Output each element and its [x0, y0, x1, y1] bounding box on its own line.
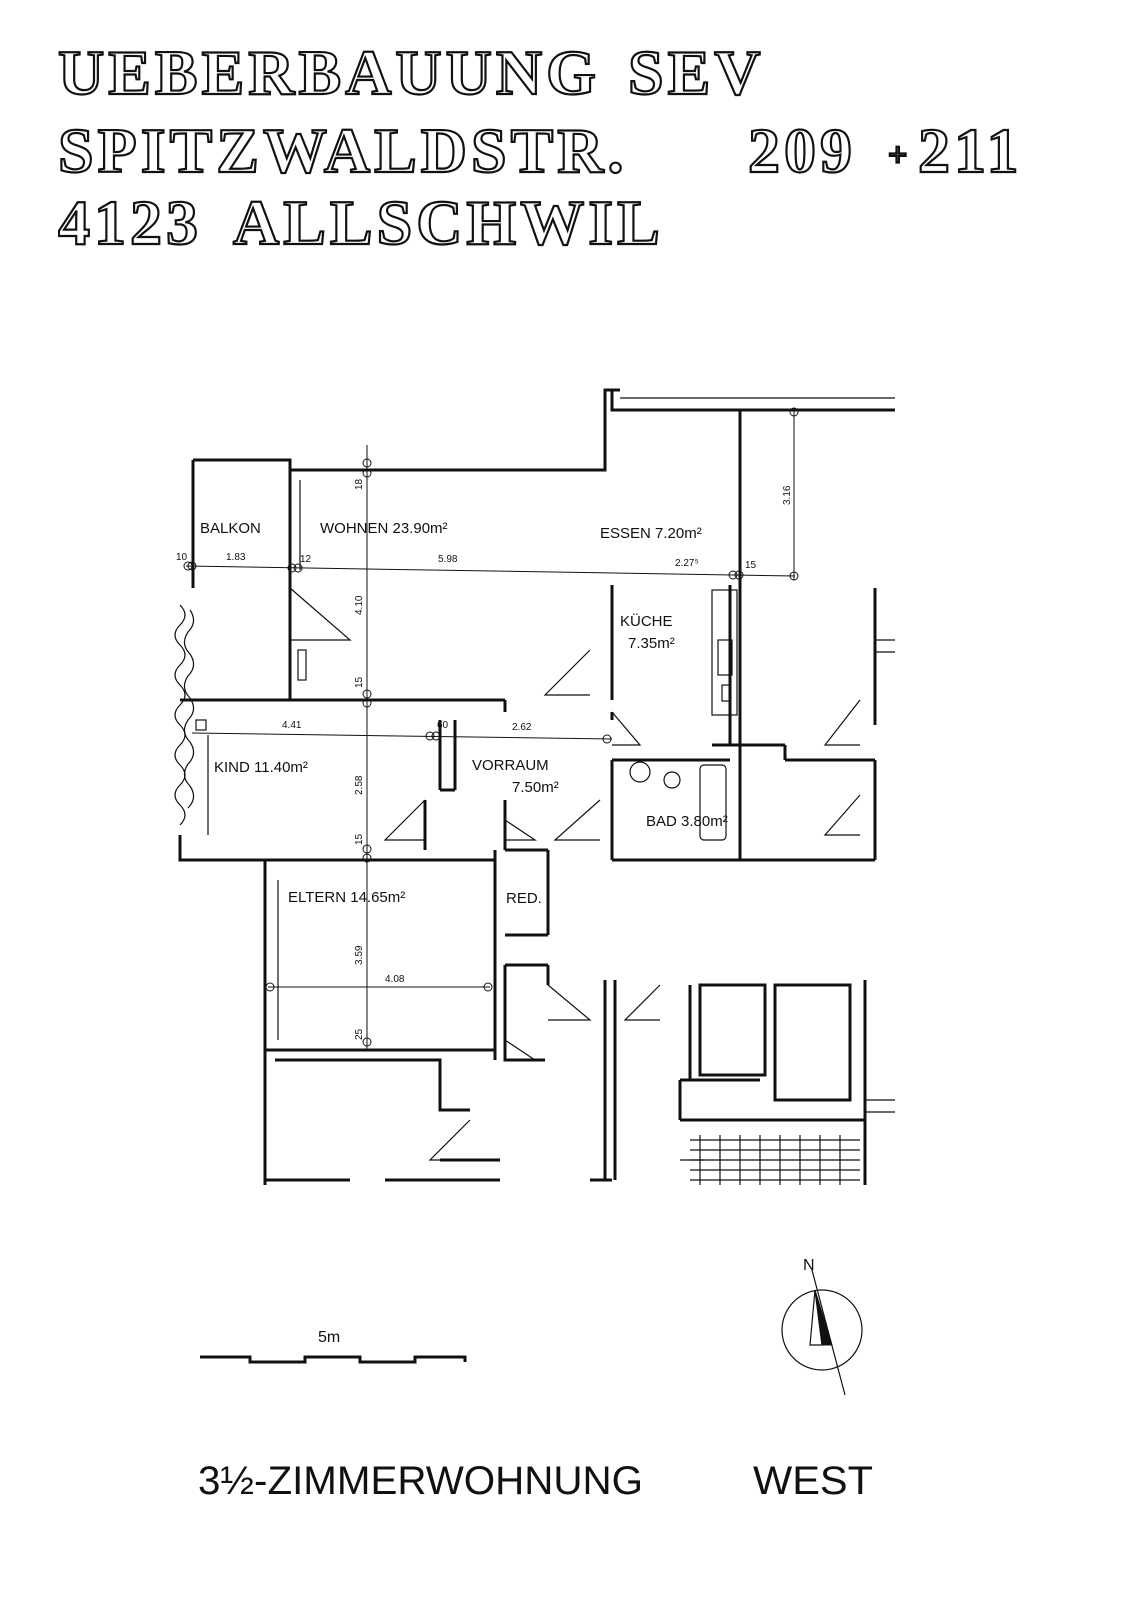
wall-top-left — [193, 388, 620, 472]
room-area-kueche: 7.35m² — [628, 635, 675, 652]
scale-bar: 5m — [200, 1329, 467, 1364]
title-line1-right: SEV — [628, 37, 765, 108]
shaft-right — [773, 983, 852, 1102]
dim-25: 25 — [354, 1028, 365, 1040]
north-label: N — [803, 1257, 815, 1274]
dim-15-low: 15 — [354, 833, 365, 845]
dim-12: 12 — [300, 554, 312, 565]
dim-1-83: 1.83 — [226, 552, 246, 563]
wall-top-right — [610, 390, 895, 412]
bathtub — [699, 764, 727, 841]
room-label-essen: ESSEN 7.20m² — [600, 525, 702, 542]
room-label-balkon: BALKON — [200, 520, 261, 537]
unit-orientation: WEST — [753, 1459, 873, 1503]
dim-4-41: 4.41 — [282, 720, 302, 731]
wall-kind-bottom — [178, 835, 267, 1185]
dim-15-top: 15 — [745, 560, 757, 571]
unit-type: 3½-ZIMMERWOHNUNG — [198, 1459, 643, 1503]
title-town: ALLSCHWIL — [233, 187, 664, 258]
room-label-wohnen: WOHNEN 23.90m² — [320, 520, 448, 537]
north-arrow-icon: N — [781, 1257, 863, 1396]
scale-label: 5m — [318, 1329, 340, 1346]
dim-3-59: 3.59 — [354, 945, 365, 965]
dim-18: 18 — [354, 478, 365, 490]
dim-2-27: 2.27⁵ — [675, 558, 699, 569]
shaft-left — [698, 983, 767, 1077]
dim-2-58: 2.58 — [354, 775, 365, 795]
dimension-lines — [183, 407, 799, 1050]
dim-4-10: 4.10 — [354, 595, 365, 615]
sink — [663, 771, 681, 789]
dim-3-16: 3.16 — [782, 485, 793, 505]
staircase — [680, 1135, 860, 1185]
kitchen-counter — [711, 589, 738, 716]
title-postcode: 4123 — [58, 187, 202, 258]
room-label-kueche: KÜCHE — [620, 612, 673, 630]
dim-60: 60 — [437, 720, 449, 731]
title-plus: + — [888, 137, 911, 174]
room-label-vorraum: VORRAUM — [472, 757, 549, 774]
title-house-number-b: 211 — [918, 115, 1022, 186]
dim-10: 10 — [176, 552, 188, 563]
balcony-planter — [174, 604, 186, 826]
project-title: UEBERBAUUNG SEV SPITZWALDSTR. 209 + 211 … — [57, 32, 1068, 262]
room-label-kind: KIND 11.40m² — [214, 759, 308, 776]
title-line1-left: UEBERBAUUNG — [58, 37, 600, 108]
toilet — [629, 761, 651, 783]
dim-5-98: 5.98 — [438, 554, 458, 565]
door-swings — [289, 587, 861, 1161]
room-area-vorraum: 7.50m² — [512, 779, 559, 796]
dim-4-08: 4.08 — [385, 974, 405, 985]
room-label-eltern: ELTERN 14.65m² — [288, 889, 405, 906]
room-label-reduit: RED. — [506, 890, 542, 907]
room-label-bad: BAD 3.80m² — [646, 813, 728, 830]
title-line2-left: SPITZWALDSTR. — [58, 115, 628, 186]
dim-2-62: 2.62 — [512, 722, 532, 733]
dim-15-mid: 15 — [354, 676, 365, 688]
title-house-number-a: 209 — [748, 115, 856, 186]
